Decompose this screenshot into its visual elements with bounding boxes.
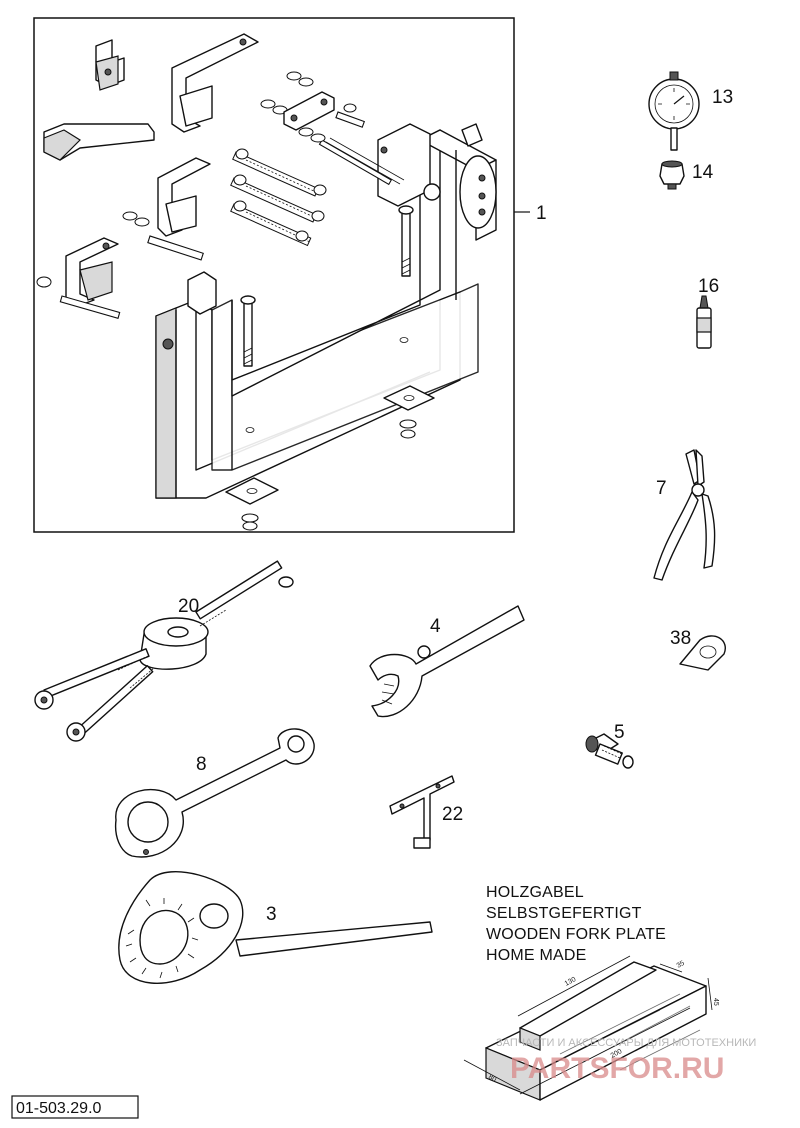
callout-5: 5 bbox=[614, 722, 625, 743]
callout-8: 8 bbox=[196, 754, 207, 775]
callout-4: 4 bbox=[430, 616, 441, 637]
watermark-caption: ЗАПЧАСТИ И АКСЕССУАРЫ ДЛЯ МОТОТЕХНИКИ bbox=[496, 1037, 756, 1049]
document-number-box bbox=[11, 1095, 139, 1119]
callout-1: 1 bbox=[536, 203, 547, 224]
note-line-3: WOODEN FORK PLATE bbox=[486, 926, 666, 943]
callout-7: 7 bbox=[656, 478, 667, 499]
watermark: ЗАПЧАСТИ И АКСЕССУАРЫ ДЛЯ МОТОТЕХНИКИ PA… bbox=[496, 1037, 756, 1085]
dial-gauge-13 bbox=[648, 71, 700, 151]
wooden-fork-plate-note: HOLZGABEL SELBSTGEFERTIGT WOODEN FORK PL… bbox=[486, 884, 666, 964]
circlip-pliers-7 bbox=[653, 449, 716, 581]
dim-200: 200 bbox=[610, 1048, 624, 1060]
sealant-bottle-16 bbox=[696, 295, 712, 349]
dim-45: 45 bbox=[712, 998, 719, 1006]
screw-adapter-5 bbox=[585, 733, 634, 769]
callout-20: 20 bbox=[178, 596, 199, 617]
note-line-2: SELBSTGEFERTIGT bbox=[486, 905, 642, 922]
callout-38: 38 bbox=[670, 628, 691, 649]
cover-plate-38 bbox=[679, 635, 726, 671]
adapter-14 bbox=[659, 160, 685, 190]
stand-brackets-and-bolts bbox=[36, 33, 405, 319]
gauge-bracket-22 bbox=[389, 775, 455, 849]
watermark-brand: PARTSFOR.RU bbox=[510, 1052, 724, 1085]
note-line-1: HOLZGABEL bbox=[486, 884, 584, 901]
engine-stand-drawing bbox=[155, 123, 497, 531]
callout-16: 16 bbox=[698, 276, 719, 297]
callout-13: 13 bbox=[712, 87, 733, 108]
callout-14: 14 bbox=[692, 162, 714, 183]
document-number: 01-503.29.0 bbox=[16, 1100, 102, 1117]
threaded-rods bbox=[230, 148, 327, 247]
wooden-blocks-drawing: 130 200 80 35 45 bbox=[463, 955, 719, 1101]
callout-22: 22 bbox=[442, 804, 463, 825]
callout-3: 3 bbox=[266, 904, 277, 925]
note-line-4: HOME MADE bbox=[486, 947, 586, 964]
dim-80: 80 bbox=[487, 1074, 497, 1084]
hook-wrench-4 bbox=[369, 605, 525, 718]
dim-130: 130 bbox=[564, 976, 578, 988]
dim-35: 35 bbox=[676, 960, 686, 970]
engine-stand-kit-frame bbox=[33, 17, 515, 533]
spanner-wrench-8 bbox=[114, 728, 315, 858]
puller-20 bbox=[34, 560, 294, 742]
clutch-holder-3 bbox=[118, 871, 433, 984]
